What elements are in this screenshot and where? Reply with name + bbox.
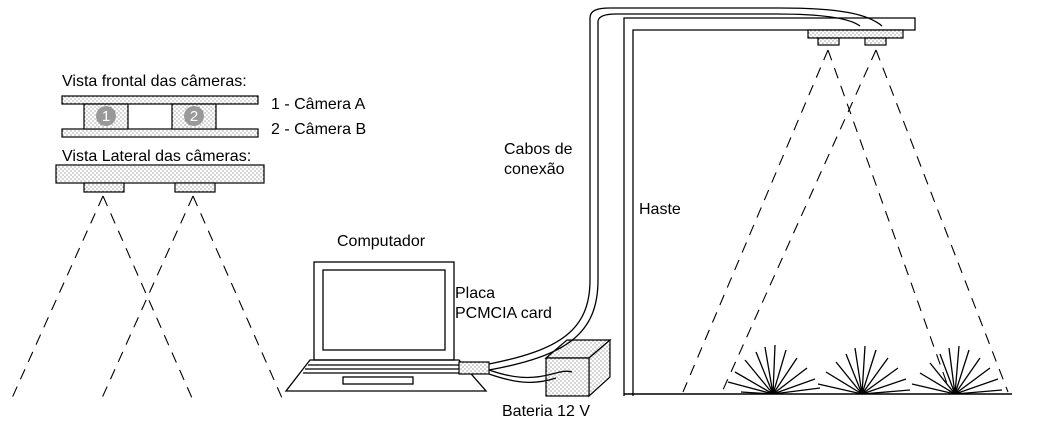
- camera-b-number: 2: [190, 108, 198, 125]
- plant-3: [911, 345, 1003, 395]
- mounted-camera-plate: [807, 29, 904, 39]
- ground-and-plants: [624, 344, 1012, 395]
- front-view-bottom-plate: [61, 128, 259, 138]
- mounted-camera-a: [817, 37, 840, 46]
- fov-camera-a: [682, 49, 951, 393]
- side-camera-a: [83, 182, 125, 193]
- laptop-base: [284, 359, 488, 392]
- camera-a-number: 1: [102, 108, 110, 125]
- pole-label: Haste: [639, 201, 681, 218]
- pcmcia-card: [458, 361, 490, 375]
- laptop-screen-outer: [313, 261, 455, 361]
- mounted-fov: [682, 49, 1009, 393]
- laptop-screen-inner: [322, 269, 446, 351]
- battery-cable-2: [488, 373, 557, 383]
- battery-label: Bateria 12 V: [502, 403, 590, 420]
- front-view-top-plate: [61, 95, 259, 105]
- cables: Cabos de conexão: [488, 7, 883, 383]
- computer-label: Computador: [337, 233, 426, 250]
- side-view-group: Vista Lateral das câmeras:: [11, 148, 283, 399]
- side-view-cone-b: [101, 195, 283, 399]
- laptop-keyboard: [303, 364, 466, 374]
- camera-cable-inner: [488, 13, 861, 371]
- cables-label-line1: Cabos de: [504, 141, 573, 158]
- mounted-camera-b: [864, 37, 887, 46]
- front-view-label: Vista frontal das câmeras:: [62, 73, 247, 90]
- laptop-touchpad: [342, 376, 414, 385]
- side-view-cone-a: [11, 195, 193, 399]
- battery-front-face: [545, 357, 590, 397]
- camera-cable-outer: [488, 7, 883, 365]
- plant-2: [817, 345, 911, 395]
- side-view-plate: [55, 164, 265, 184]
- legend-camera-a: 1 - Câmera A: [271, 96, 366, 113]
- side-camera-b: [174, 182, 216, 193]
- battery: Bateria 12 V: [502, 338, 612, 420]
- front-view-group: Vista frontal das câmeras: 1 2 1 - Câmer…: [61, 73, 366, 138]
- camera-a-lens: [96, 106, 116, 126]
- card-label-line1: Placa: [455, 285, 495, 302]
- pole: Haste: [623, 17, 916, 396]
- plant-1: [727, 344, 821, 395]
- side-view-label: Vista Lateral das câmeras:: [62, 148, 251, 165]
- pole-frame: [623, 17, 916, 396]
- legend-camera-b: 2 - Câmera B: [271, 121, 366, 138]
- fov-camera-b: [721, 49, 1009, 393]
- battery-cable: [488, 369, 573, 379]
- card-label-line2: PCMCIA card: [455, 305, 552, 322]
- camera-b-lens: [184, 106, 204, 126]
- laptop: Computador Placa PCMCIA card: [284, 233, 552, 392]
- cables-label-line2: conexão: [504, 161, 565, 178]
